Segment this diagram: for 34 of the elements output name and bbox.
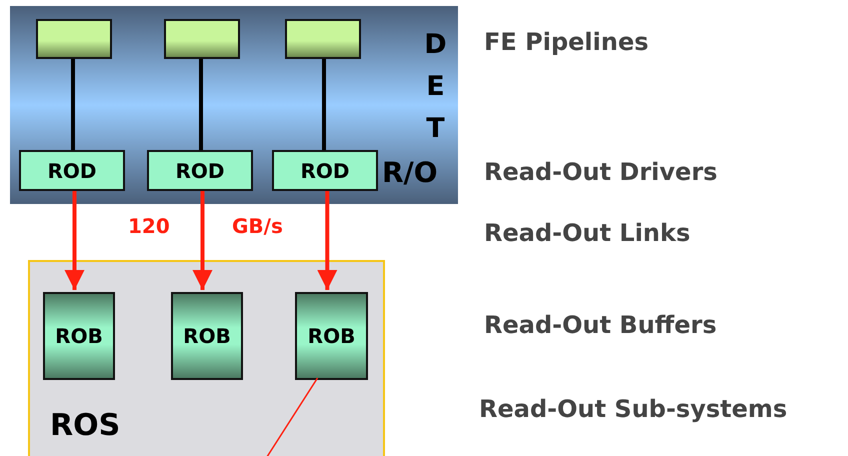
connector-line — [322, 59, 326, 150]
panel-title: R/O — [382, 156, 438, 189]
driver-box — [19, 150, 125, 191]
arrow — [317, 191, 338, 290]
box-label: ROD — [174, 158, 226, 182]
subsystem-panel — [28, 260, 385, 456]
box-label: ROD — [46, 158, 98, 182]
pipeline-box — [164, 19, 240, 59]
layer-label: Read-Out Sub-systems — [479, 395, 788, 423]
panel-title: ROS — [50, 408, 120, 443]
box-label: ROB — [54, 324, 104, 348]
rate-label: GB/s — [232, 214, 283, 238]
buffer-box — [171, 292, 243, 380]
layer-label: Read-Out Buffers — [484, 311, 717, 339]
buffer-box — [295, 292, 368, 380]
box-label: ROB — [182, 324, 232, 348]
buffer-box — [43, 292, 115, 380]
layer-label: Read-Out Links — [484, 219, 690, 247]
leader-line — [264, 378, 318, 456]
layer-label: FE Pipelines — [484, 28, 649, 56]
connector-line — [71, 59, 75, 150]
arrow — [192, 191, 212, 290]
detector-panel — [10, 6, 458, 204]
arrow — [64, 191, 84, 290]
driver-box — [272, 150, 378, 191]
pipeline-box — [36, 19, 112, 59]
box-label: ROD — [299, 158, 350, 182]
layer-label: Read-Out Drivers — [484, 158, 718, 186]
pipeline-box — [285, 19, 361, 59]
box-label: ROB — [306, 324, 356, 348]
driver-box — [147, 150, 253, 191]
vertical-title: DET — [423, 28, 448, 146]
rate-label: 120 — [128, 214, 170, 238]
connector-line — [199, 59, 203, 150]
